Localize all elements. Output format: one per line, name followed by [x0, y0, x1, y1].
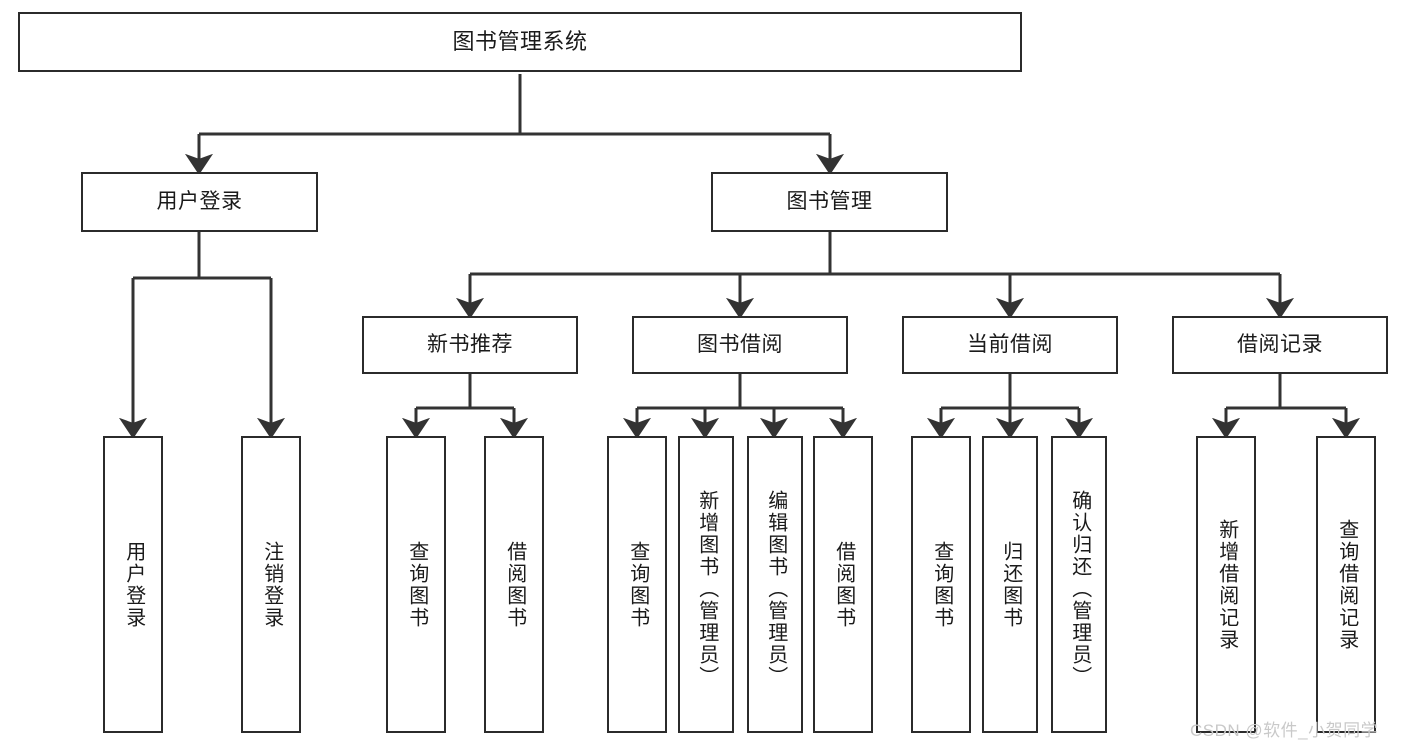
node-user-login[interactable]: 用户登录: [81, 172, 318, 232]
node-borrowing-record[interactable]: 借阅记录: [1172, 316, 1388, 374]
node-label: 确认归还（管理员）: [1068, 489, 1091, 688]
node-label: 图书管理系统: [452, 28, 588, 54]
leaf-new-book-query-book[interactable]: 查询图书: [386, 436, 446, 733]
leaf-book-borrow-edit-book-admin[interactable]: 编辑图书（管理员）: [747, 436, 803, 733]
node-label: 借阅记录: [1237, 333, 1323, 357]
node-label: 当前借阅: [967, 333, 1053, 357]
leaf-record-add-borrow-record[interactable]: 新增借阅记录: [1196, 436, 1256, 733]
leaf-book-borrow-borrow-book[interactable]: 借阅图书: [813, 436, 873, 733]
node-label: 图书管理: [786, 190, 873, 214]
node-label: 借阅图书: [832, 540, 855, 629]
node-label: 查询图书: [405, 540, 428, 629]
node-label: 新增借阅记录: [1215, 518, 1238, 651]
node-label: 图书借阅: [697, 333, 783, 357]
leaf-new-book-borrow-book[interactable]: 借阅图书: [484, 436, 544, 733]
node-book-management[interactable]: 图书管理: [711, 172, 948, 232]
node-label: 归还图书: [999, 540, 1022, 629]
node-book-borrowing[interactable]: 图书借阅: [632, 316, 848, 374]
node-label: 新增图书（管理员）: [695, 489, 718, 688]
node-label: 新书推荐: [427, 333, 513, 357]
leaf-book-borrow-query-book[interactable]: 查询图书: [607, 436, 667, 733]
node-label: 查询图书: [626, 540, 649, 629]
node-label: 借阅图书: [503, 540, 526, 629]
node-label: 用户登录: [122, 540, 145, 629]
leaf-user-login-logout[interactable]: 注销登录: [241, 436, 301, 733]
node-label: 注销登录: [260, 540, 283, 629]
node-root-library-management-system[interactable]: 图书管理系统: [18, 12, 1022, 72]
leaf-user-login-login[interactable]: 用户登录: [103, 436, 163, 733]
leaf-current-borrow-confirm-return-admin[interactable]: 确认归还（管理员）: [1051, 436, 1107, 733]
node-new-book-recommendation[interactable]: 新书推荐: [362, 316, 578, 374]
node-label: 查询借阅记录: [1335, 518, 1358, 651]
node-label: 用户登录: [156, 190, 243, 214]
node-current-borrowing[interactable]: 当前借阅: [902, 316, 1118, 374]
node-label: 编辑图书（管理员）: [764, 489, 787, 688]
leaf-current-borrow-return-book[interactable]: 归还图书: [982, 436, 1038, 733]
leaf-record-query-borrow-record[interactable]: 查询借阅记录: [1316, 436, 1376, 733]
node-label: 查询图书: [930, 540, 953, 629]
leaf-book-borrow-add-book-admin[interactable]: 新增图书（管理员）: [678, 436, 734, 733]
leaf-current-borrow-query-book[interactable]: 查询图书: [911, 436, 971, 733]
